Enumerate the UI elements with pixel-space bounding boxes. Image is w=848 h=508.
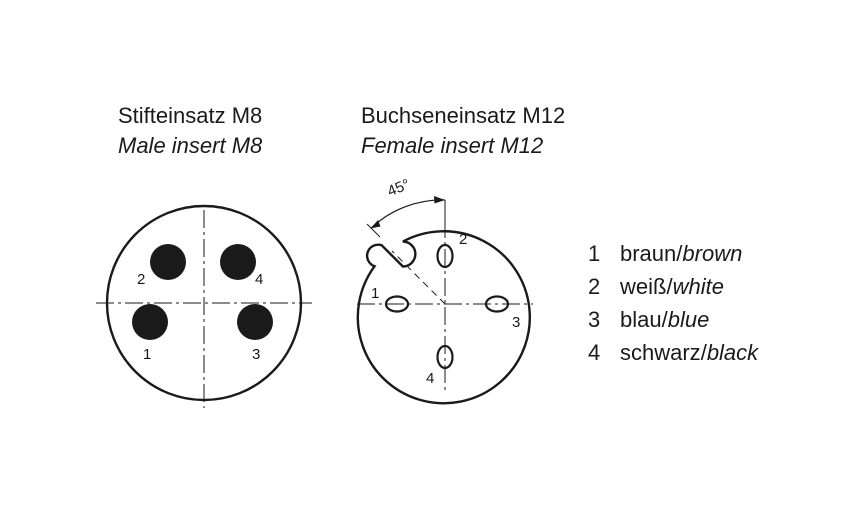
male-insert-title-en: Male insert M8: [118, 133, 263, 158]
female-insert-title-en: Female insert M12: [361, 133, 544, 158]
male-pin-2: [150, 244, 186, 280]
legend-item: 2 weiß/white: [588, 270, 758, 303]
female-pin-label-3: 3: [512, 314, 520, 331]
male-insert-title-de: Stifteinsatz M8: [118, 103, 263, 128]
male-insert-title: Stifteinsatz M8 Male insert M8: [118, 101, 262, 161]
angle-label: 45°: [385, 176, 412, 200]
male-pin-label-1: 1: [143, 346, 151, 363]
female-pin-label-1: 1: [371, 285, 379, 302]
female-insert-title-de: Buchseneinsatz M12: [361, 103, 566, 128]
legend-pin-number: 4: [588, 340, 601, 365]
legend-pin-number: 3: [588, 307, 601, 332]
male-insert-diagram: [96, 204, 312, 408]
male-pin-label-3: 3: [252, 346, 260, 363]
female-pin-label-4: 4: [426, 370, 434, 387]
male-center-lines: [96, 210, 312, 408]
female-insert-title: Buchseneinsatz M12 Female insert M12: [361, 101, 565, 161]
female-pin-3: [484, 295, 510, 313]
legend-color-en: black: [706, 340, 759, 365]
female-pin-4: [436, 344, 454, 370]
female-insert-outline: [356, 230, 531, 405]
angle-arrow-end: [434, 196, 445, 204]
keyway-center-line: [391, 250, 446, 305]
female-pin-2: [436, 243, 454, 269]
male-pin-4: [220, 244, 256, 280]
angle-extension-line-2: [366, 223, 381, 238]
wire-color-legend: 1 braun/brown 2 weiß/white 3 blau/blue 4…: [588, 237, 758, 369]
legend-color-en: blue: [667, 307, 710, 332]
legend-color-de: braun: [620, 241, 677, 266]
male-pin-label-2: 2: [137, 271, 145, 288]
male-pin-label-4: 4: [255, 271, 263, 288]
legend-pin-number: 1: [588, 241, 601, 266]
legend-color-de: schwarz: [620, 340, 701, 365]
legend-color-de: blau: [620, 307, 662, 332]
female-pins: [384, 243, 510, 370]
female-pin-label-2: 2: [459, 231, 467, 248]
male-pins: [132, 244, 273, 340]
legend-item: 1 braun/brown: [588, 237, 758, 270]
legend-color-en: white: [672, 274, 724, 299]
female-insert-diagram: [356, 196, 533, 405]
legend-item: 3 blau/blue: [588, 303, 758, 336]
legend-item: 4 schwarz/black: [588, 336, 758, 369]
legend-color-de: weiß: [620, 274, 667, 299]
legend-pin-number: 2: [588, 274, 601, 299]
male-pin-1: [132, 304, 168, 340]
angle-arrow-start: [370, 220, 381, 229]
female-pin-1: [384, 295, 410, 313]
angle-arc: [370, 199, 446, 229]
legend-color-en: brown: [682, 241, 743, 266]
male-pin-3: [237, 304, 273, 340]
